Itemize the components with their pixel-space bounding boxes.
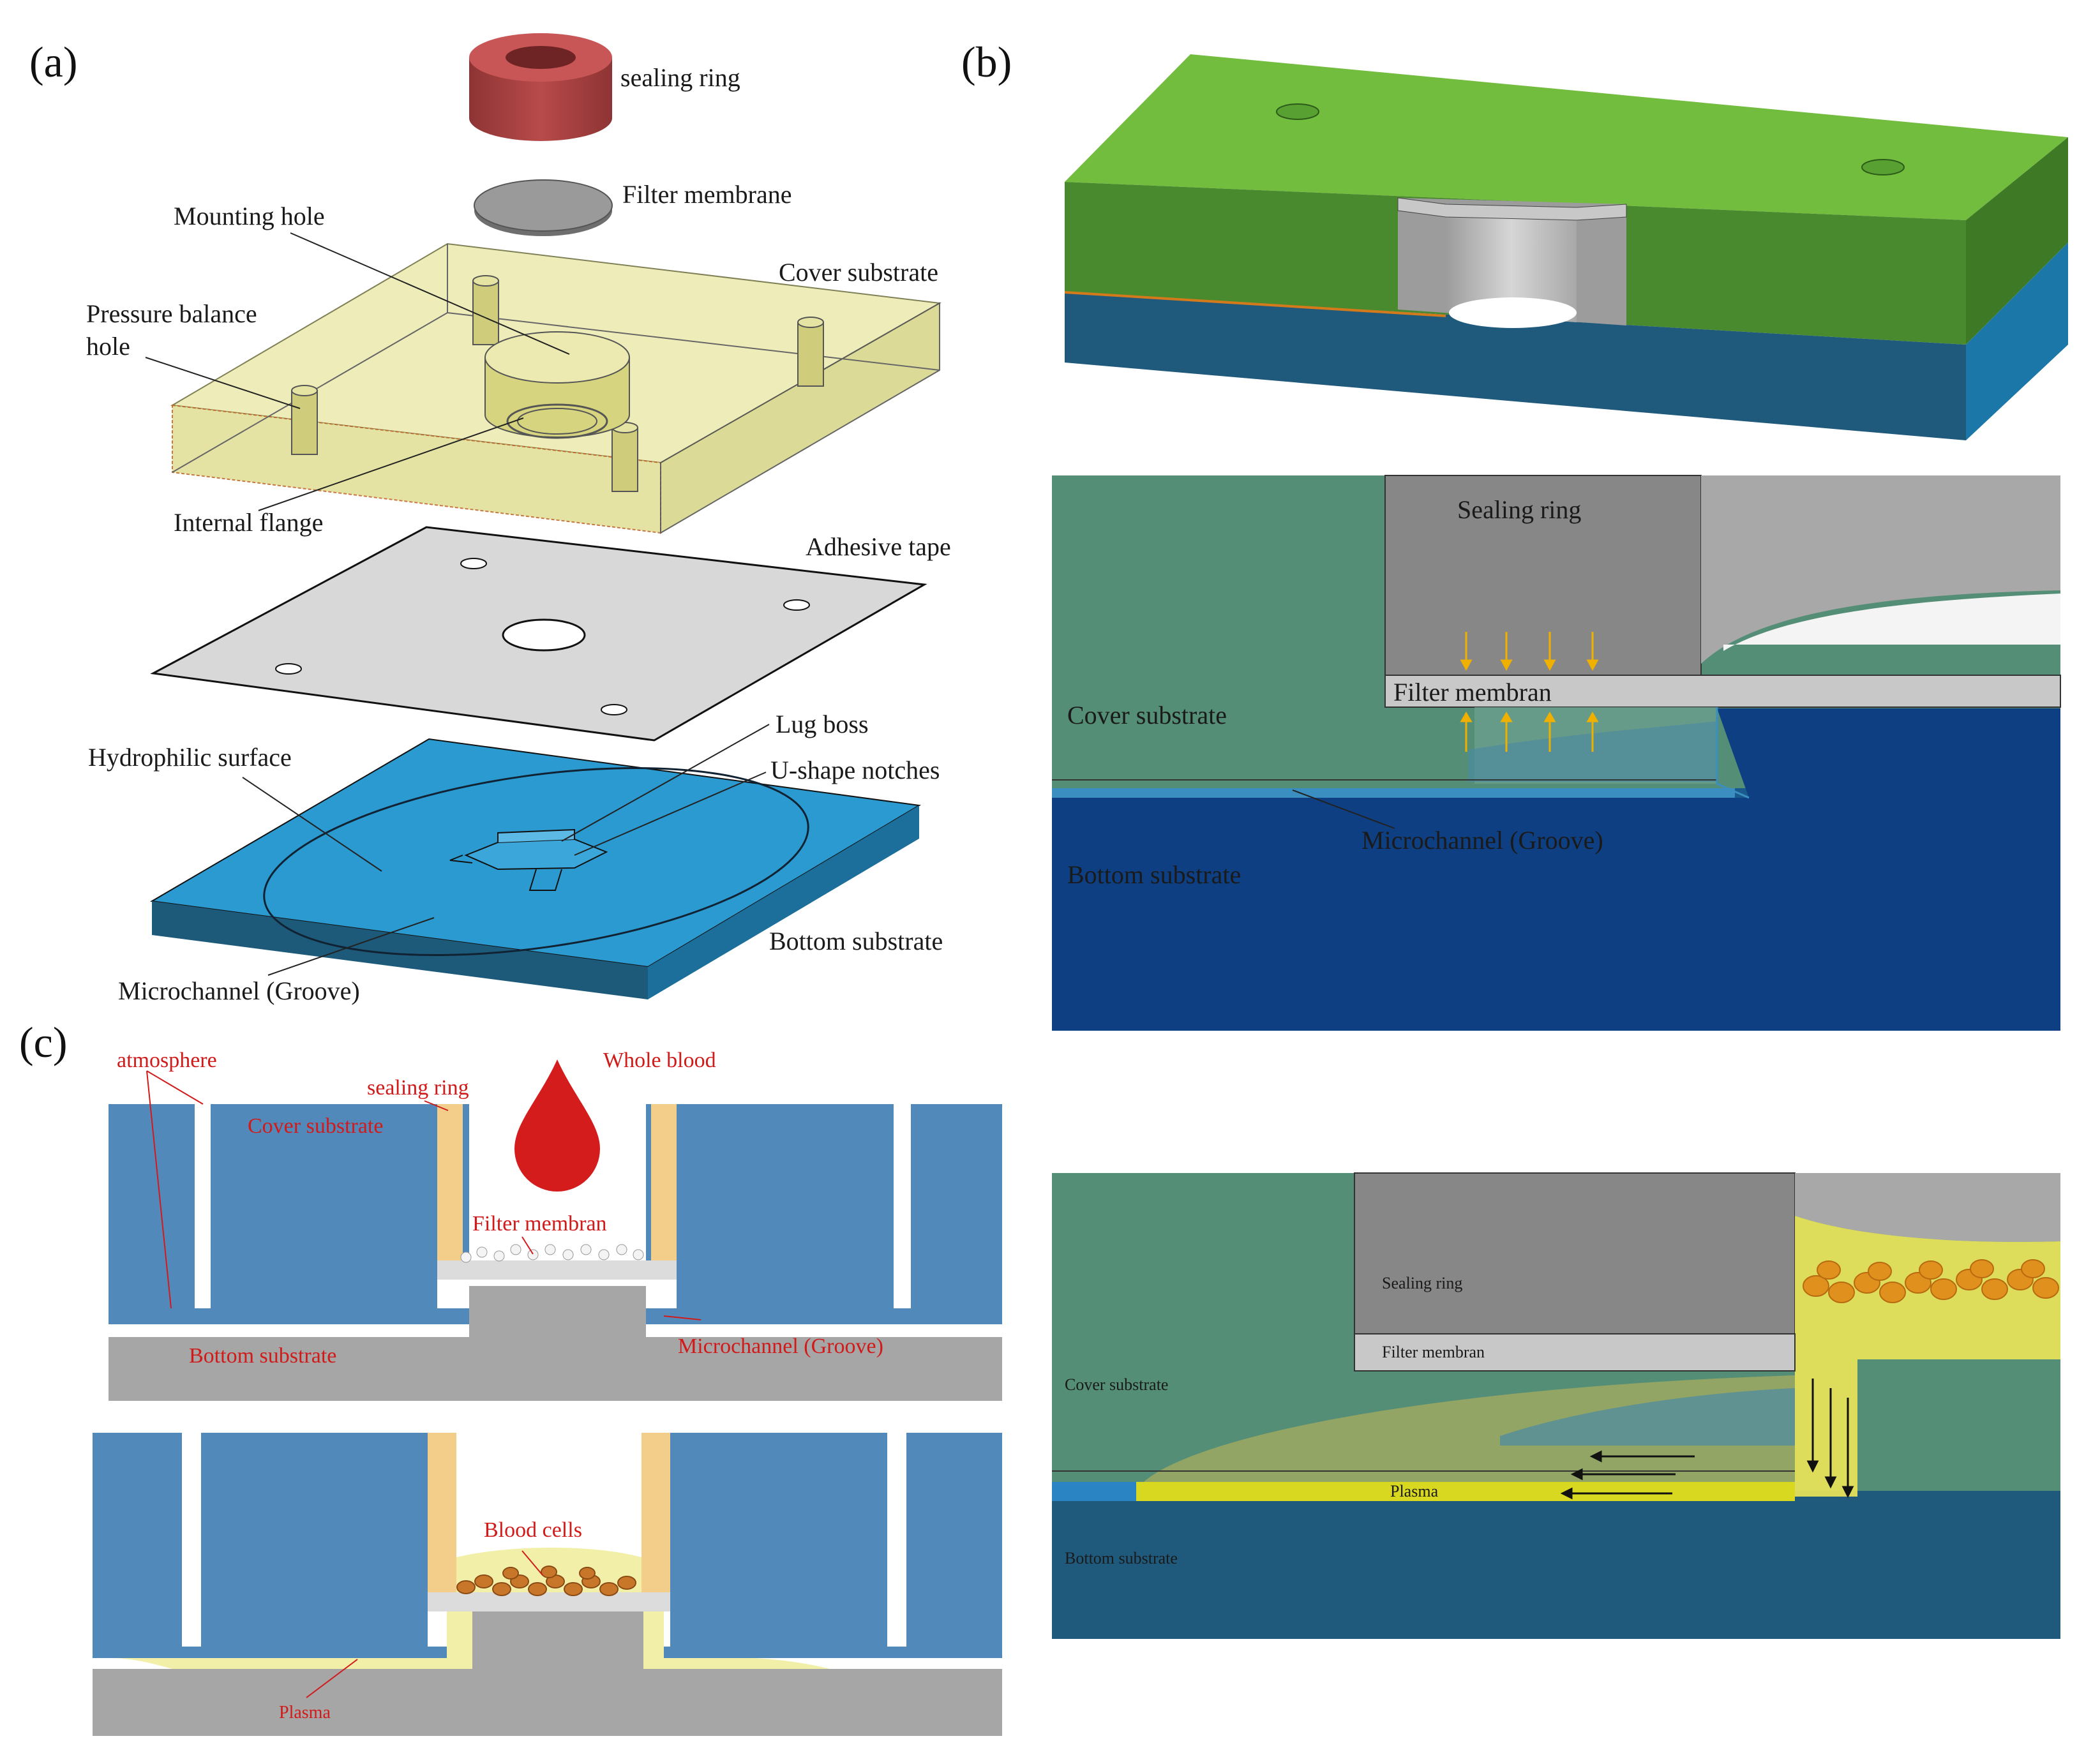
panel-b-tag: (b)	[961, 38, 1012, 86]
b-mid-section	[1052, 475, 2061, 1031]
c-top-label-microchannel: Microchannel (Groove)	[678, 1334, 883, 1358]
b-low-label-cover-substrate: Cover substrate	[1065, 1375, 1168, 1394]
leader-mounting-hole	[290, 232, 570, 355]
b-low-label-filter-membran: Filter membran	[1382, 1343, 1485, 1361]
leader-u-shape-notches	[574, 772, 767, 856]
cover-substrate-3d	[170, 243, 942, 534]
c-top-label-atmosphere: atmosphere	[117, 1049, 217, 1072]
leader-hydrophilic-surface	[242, 777, 382, 872]
c-bottom-label-plasma: Plasma	[279, 1703, 331, 1723]
c-top-section	[109, 1059, 1002, 1401]
b-mid-leader-microchannel	[1292, 789, 1395, 829]
label-cover-substrate: Cover substrate	[779, 258, 938, 287]
label-u-shape-notches: U-shape notches	[770, 756, 940, 784]
c-leader-filter	[521, 1236, 534, 1255]
panel-c-tag: (c)	[19, 1018, 67, 1066]
panel-c: (c)	[19, 1018, 1002, 1736]
c-leader-plasma	[306, 1659, 358, 1698]
b-low-label-sealing-ring: Sealing ring	[1382, 1274, 1462, 1292]
c-top-label-cover-substrate: Cover substrate	[248, 1114, 383, 1138]
whole-blood-drop-icon	[514, 1059, 600, 1192]
b-low-label-bottom-substrate: Bottom substrate	[1065, 1549, 1178, 1567]
bottom-substrate-3d	[149, 738, 921, 999]
c-bottom-cells	[456, 1566, 636, 1596]
leader-lug-boss	[561, 724, 770, 842]
c-leader-blood-cells	[521, 1550, 543, 1576]
label-pressure-balance-2: hole	[86, 332, 130, 361]
label-lug-boss: Lug boss	[776, 710, 869, 738]
c-top-label-whole-blood: Whole blood	[603, 1049, 716, 1072]
label-mounting-hole: Mounting hole	[174, 202, 325, 230]
c-leader-atmosphere-2	[146, 1070, 204, 1105]
leader-internal-flange	[258, 417, 524, 511]
b-low-section	[1052, 1172, 2060, 1639]
c-bottom-section	[93, 1433, 1002, 1736]
b-mid-label-bottom-substrate: Bottom substrate	[1067, 860, 1241, 889]
b-mid-arrows	[1460, 632, 1599, 752]
leader-pressure-balance	[145, 357, 301, 409]
b-cutaway-3d	[1064, 54, 2068, 440]
b-low-arrows	[1560, 1379, 1854, 1500]
leader-microchannel-a	[267, 917, 435, 976]
filter-membrane-3d	[474, 179, 613, 236]
c-leader-atmosphere-1	[146, 1070, 172, 1309]
b-mid-label-microchannel: Microchannel (Groove)	[1361, 826, 1603, 855]
b-mid-label-sealing-ring: Sealing ring	[1457, 495, 1581, 524]
label-pressure-balance-1: Pressure balance	[86, 299, 257, 328]
c-top-membrane-dots	[460, 1244, 644, 1263]
c-leader-microchannel	[663, 1315, 701, 1320]
panel-a: (a) sealing ring Filter membrane	[29, 33, 951, 1005]
b-low-label-plasma: Plasma	[1390, 1482, 1439, 1500]
b-mid-label-filter-membran: Filter membran	[1393, 678, 1552, 706]
panel-a-tag: (a)	[29, 38, 77, 86]
label-bottom-substrate-a: Bottom substrate	[769, 927, 943, 955]
label-hydrophilic-surface: Hydrophilic surface	[88, 743, 292, 772]
c-leader-sealing-ring	[424, 1100, 449, 1111]
label-microchannel-a: Microchannel (Groove)	[118, 976, 360, 1005]
sealing-ring-3d	[469, 33, 612, 141]
label-sealing-ring: sealing ring	[620, 63, 740, 92]
b-mid-label-cover-substrate: Cover substrate	[1067, 701, 1227, 729]
label-internal-flange: Internal flange	[174, 508, 323, 537]
panel-b: (b)	[961, 38, 2068, 1639]
adhesive-tape-3d	[150, 526, 927, 742]
c-bottom-label-blood-cells: Blood cells	[484, 1518, 582, 1542]
c-top-label-sealing-ring: sealing ring	[367, 1076, 469, 1100]
b-low-cells	[1803, 1259, 2059, 1303]
label-adhesive-tape: Adhesive tape	[806, 532, 951, 561]
c-top-label-filter-membran: Filter membran	[472, 1212, 607, 1236]
label-filter-membrane: Filter membrane	[622, 180, 791, 209]
c-top-label-bottom-substrate: Bottom substrate	[189, 1344, 336, 1368]
